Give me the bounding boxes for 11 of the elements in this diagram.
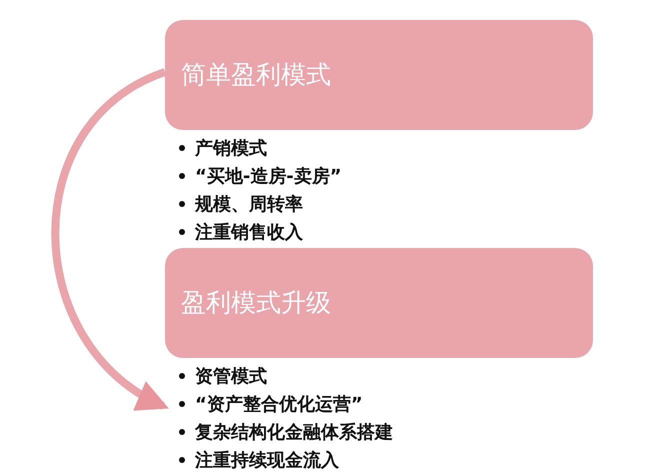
heading-box: 简单盈利模式 [165,20,593,130]
bullet-text: 产销模式 [195,138,267,159]
bullet-text: 规模、周转率 [195,194,303,215]
curved-arrow [51,68,169,410]
bullet-text: 复杂结构化金融体系搭建 [195,422,393,443]
heading-box: 盈利模式升级 [165,248,593,358]
bullet-text: 注重持续现金流入 [195,450,339,471]
bullet-text: 注重销售收入 [195,222,303,243]
bullet-text: “买地-造房-卖房” [195,166,342,187]
bullet-text: “资产整合优化运营” [195,394,363,415]
bullet-text: 资管模式 [195,366,267,387]
